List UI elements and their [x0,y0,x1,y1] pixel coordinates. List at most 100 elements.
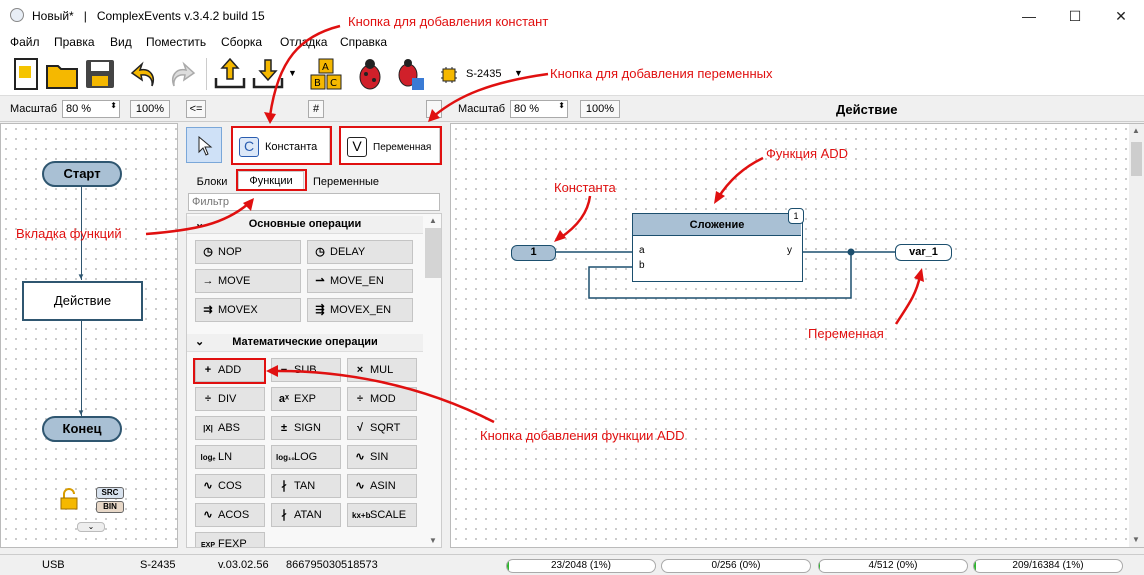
menu-edit[interactable]: Правка [54,35,95,49]
spin-arrows-icon[interactable]: ⬍ [110,101,117,110]
func-mod[interactable]: ÷MOD [347,387,417,411]
func-sin[interactable]: ∿SIN [347,445,417,469]
expand-chevron-icon[interactable]: ⌄ [77,522,105,532]
add-constant-button[interactable]: C Константа [232,127,330,165]
minimize-button[interactable]: — [1022,8,1036,24]
menu-insert[interactable]: Поместить [146,35,207,49]
func-abs[interactable]: |X|ABS [195,416,265,440]
func-label: TAN [294,480,316,492]
tab-blocks[interactable]: Блоки [196,176,228,188]
scale-label-right: Масштаб [458,103,506,115]
tab-functions[interactable]: Функции [238,171,304,189]
lock-icon[interactable] [59,488,79,510]
fexp-icon: EXP [200,542,215,548]
debug-bug-icon[interactable] [352,56,388,92]
flow-start[interactable]: Старт [42,161,122,187]
tab-variables[interactable]: Переменные [312,176,380,188]
menu-build[interactable]: Сборка [221,35,263,49]
collapse-chevron-icon[interactable]: ⌄ [195,218,205,230]
list-scrollbar-thumb[interactable] [425,228,441,278]
func-sign[interactable]: ±SIGN [271,416,341,440]
scroll-down-icon[interactable]: ▼ [429,536,437,545]
expand-button[interactable] [426,100,442,118]
scale-input-left[interactable]: 80 %⬍ [62,100,120,118]
func-label: EXP [294,393,317,405]
scroll-down-icon[interactable]: ▼ [1132,535,1140,544]
upload-icon[interactable] [212,56,248,92]
grid-button[interactable]: # [308,100,324,118]
func-tan[interactable]: ∤TAN [271,474,341,498]
func-scale[interactable]: kx+bSCALE [347,503,417,527]
bin-badge[interactable]: BIN [96,501,124,513]
mul-icon: × [356,364,364,376]
func-sub[interactable]: −SUB [271,358,341,382]
scale-input-right[interactable]: 80 %⬍ [510,100,568,118]
canvas-scrollbar-thumb[interactable] [1131,142,1142,176]
movex-en-icon: ⇶ [315,304,325,316]
palette-pane: C Константа V Переменная Блоки Функции П… [184,123,442,548]
debug-stop-icon[interactable] [392,56,428,92]
usage-fill-1 [507,560,509,572]
func-move[interactable]: →MOVE [195,269,301,293]
pointer-tool[interactable] [186,127,222,163]
menu-help[interactable]: Справка [340,35,388,49]
func-sqrt[interactable]: √SQRT [347,416,417,440]
func-label: ABS [218,422,241,434]
func-movex-en[interactable]: ⇶MOVEX_EN [307,298,413,322]
maximize-button[interactable]: ☐ [1068,8,1082,24]
save-icon[interactable] [82,56,118,92]
close-button[interactable]: ✕ [1115,8,1127,24]
flowchart-pane[interactable]: Старт ▼ Действие ▼ Конец SRC BIN ⌄ [0,123,178,548]
func-move-en[interactable]: ⇀MOVE_EN [307,269,413,293]
new-file-icon[interactable] [8,56,44,92]
device-dropdown-icon[interactable]: ▼ [514,68,523,78]
collapse-chevron-icon[interactable]: ⌄ [195,336,205,348]
output-y-label: y [787,245,792,256]
flow-action[interactable]: Действие [22,281,143,321]
func-log[interactable]: log₁₀LOG [271,445,341,469]
func-cos[interactable]: ∿COS [195,474,265,498]
scale-reset-right[interactable]: 100% [580,100,620,118]
constant-node[interactable]: 1 [511,245,556,261]
func-asin[interactable]: ∿ASIN [347,474,417,498]
collapse-button[interactable]: <= [186,100,206,118]
canvas-scrollbar[interactable]: ▲ ▼ [1129,124,1144,547]
filter-input[interactable] [188,193,440,211]
variable-node[interactable]: var_1 [895,244,952,261]
callout-variable: Переменная [808,326,884,341]
menu-file[interactable]: Файл [10,35,40,49]
basic-ops-header[interactable]: ⌄ Основные операции [187,216,423,234]
flow-end[interactable]: Конец [42,416,122,442]
status-device: S-2435 [140,559,176,571]
spin-arrows-icon[interactable]: ⬍ [558,101,565,110]
sqrt-icon: √ [356,422,364,434]
func-atan[interactable]: ∤ATAN [271,503,341,527]
redo-icon[interactable] [164,56,200,92]
func-delay[interactable]: ◷DELAY [307,240,413,264]
src-badge[interactable]: SRC [96,487,124,499]
sub-icon: − [280,364,288,376]
variable-highlight [339,126,442,165]
menu-view[interactable]: Вид [110,35,132,49]
add-block[interactable]: Сложение a b y [632,213,803,282]
scroll-up-icon[interactable]: ▲ [429,216,437,225]
func-div[interactable]: ÷DIV [195,387,265,411]
scroll-up-icon[interactable]: ▲ [1132,126,1140,135]
func-nop[interactable]: ◷NOP [195,240,301,264]
undo-icon[interactable] [126,56,162,92]
download-dropdown-icon[interactable]: ▼ [288,68,297,78]
scale-reset-left[interactable]: 100% [130,100,170,118]
cos-icon: ∿ [203,480,213,492]
func-movex[interactable]: ⇉MOVEX [195,298,301,322]
func-mul[interactable]: ×MUL [347,358,417,382]
download-icon[interactable] [250,56,286,92]
menu-debug[interactable]: Отладка [280,35,328,49]
open-folder-icon[interactable] [44,56,80,92]
math-ops-header[interactable]: ⌄ Математические операции [187,334,423,352]
func-acos[interactable]: ∿ACOS [195,503,265,527]
device-select[interactable]: S-2435 [466,68,502,80]
